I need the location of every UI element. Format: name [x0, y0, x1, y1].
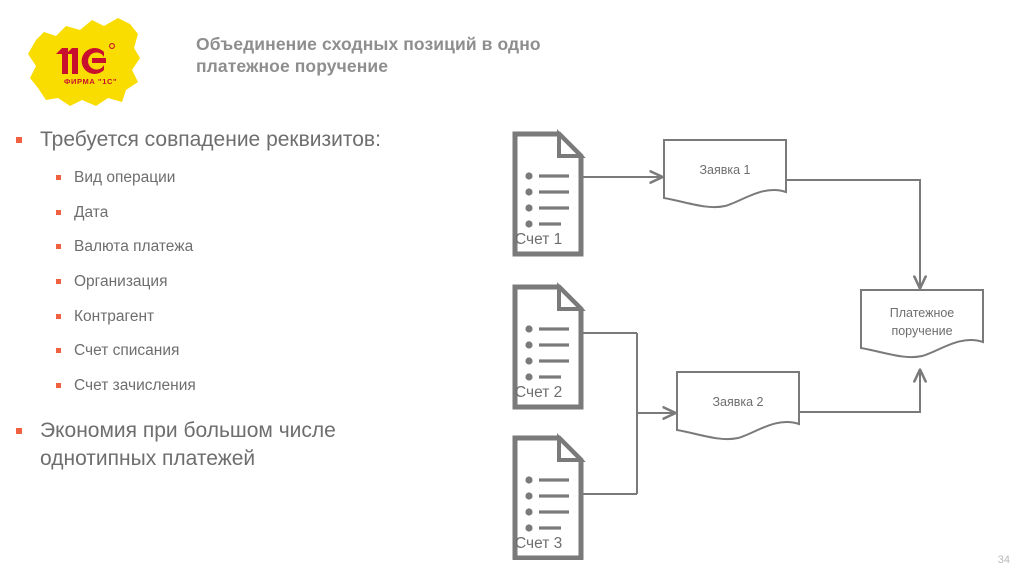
- document-label-schet-2: Счет 2: [515, 384, 562, 401]
- list-item-label: Дата: [74, 203, 109, 221]
- list-item: Контрагент: [0, 308, 480, 327]
- flow-shape-label-zayavka-1: Заявка 1: [699, 163, 750, 177]
- square-bullet-icon: [56, 313, 61, 319]
- square-bullet-icon: [56, 279, 61, 285]
- list-item: Валюта платежа: [0, 238, 480, 257]
- connector-zayavka1-to-result: [786, 179, 920, 288]
- bullet-item-closing-line-1: Экономия при большом числе: [40, 419, 336, 443]
- list-item-label: Контрагент: [74, 307, 155, 325]
- bullet-item-lead: Требуется совпадение реквизитов:: [0, 126, 480, 153]
- square-bullet-icon: [16, 428, 22, 435]
- list-item: Организация: [0, 273, 480, 292]
- bullet-item-closing: Экономия при большом числе однотипных пл…: [0, 417, 480, 472]
- page-title: Объединение сходных позиций в одно плате…: [196, 33, 666, 78]
- document-label-schet-1: Счет 1: [515, 231, 562, 248]
- flow-diagram: Счет 1 Счет 2 Счет 3 Заявка 1 Заявка 2: [495, 120, 1024, 560]
- list-item-label: Вид операции: [74, 169, 176, 187]
- page-title-line-1: Объединение сходных позиций в одно: [196, 34, 541, 54]
- list-item-label: Счет списания: [74, 342, 180, 360]
- bullet-list: Требуется совпадение реквизитов: Вид опе…: [0, 126, 480, 476]
- requirements-sublist: Вид операции Дата Валюта платежа Организ…: [0, 169, 480, 395]
- flow-shape-zayavka-2: Заявка 2: [676, 371, 800, 440]
- flow-shape-zayavka-1: Заявка 1: [663, 139, 787, 208]
- flow-shape-label-zayavka-2: Заявка 2: [712, 395, 763, 409]
- list-item-label: Организация: [74, 273, 168, 291]
- page-title-line-2: платежное поручение: [196, 56, 389, 77]
- square-bullet-icon: [56, 382, 61, 388]
- logo-caption: ФИРМА "1С": [64, 77, 117, 86]
- logo-1c-mark: [56, 48, 106, 75]
- bullet-item-lead-label: Требуется совпадение реквизитов:: [40, 128, 381, 151]
- square-bullet-icon: [16, 137, 22, 143]
- list-item-label: Валюта платежа: [74, 238, 194, 256]
- flow-shape-label-result-line-1: Платежное: [890, 306, 955, 320]
- page-number: 34: [997, 554, 1010, 566]
- list-item: Вид операции: [0, 169, 480, 188]
- 1c-logo: ФИРМА "1С": [26, 14, 144, 110]
- list-item: Счет списания: [0, 342, 480, 361]
- bullet-item-closing-line-2: однотипных платежей: [40, 446, 256, 470]
- flow-shape-label-result-line-2: поручение: [891, 324, 952, 338]
- list-item-label: Счет зачисления: [74, 376, 196, 394]
- logo-registered-mark: [109, 43, 115, 49]
- connector-zayavka2-to-result: [799, 370, 920, 413]
- list-item: Счет зачисления: [0, 377, 480, 396]
- square-bullet-icon: [56, 348, 61, 354]
- document-label-schet-3: Счет 3: [515, 535, 562, 552]
- list-item: Дата: [0, 204, 480, 223]
- square-bullet-icon: [56, 209, 61, 215]
- flow-shape-result: Платежное поручение: [860, 289, 984, 358]
- square-bullet-icon: [56, 244, 61, 250]
- square-bullet-icon: [56, 175, 61, 181]
